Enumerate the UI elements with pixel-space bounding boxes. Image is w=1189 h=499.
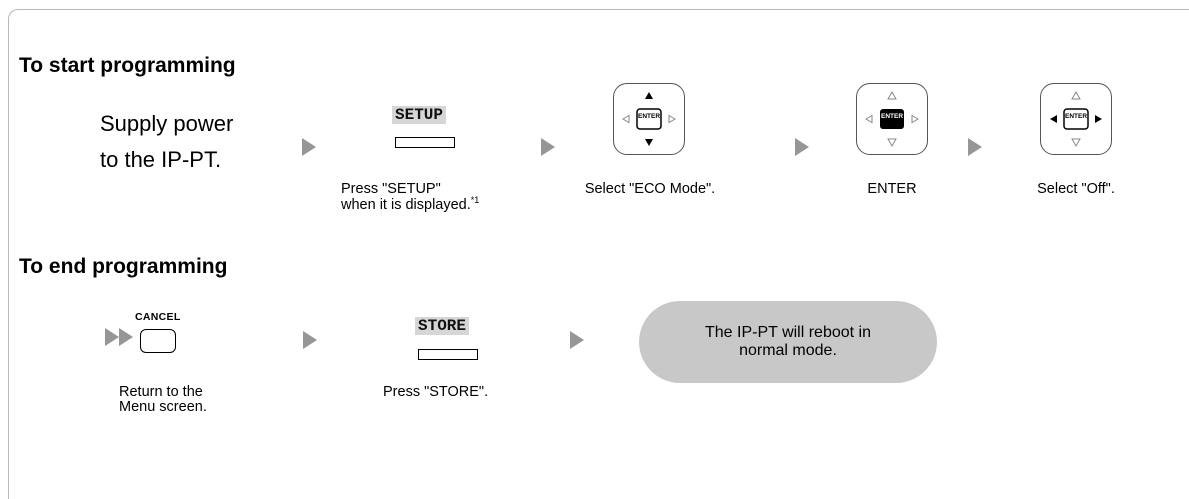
- arrow-right-icon: [541, 138, 555, 156]
- enter-key-label: ENTER: [1064, 113, 1088, 120]
- setup-softkey-button[interactable]: [395, 137, 455, 148]
- supply-power-text-line2: to the IP-PT.: [100, 147, 222, 172]
- cancel-button[interactable]: [140, 329, 176, 353]
- result-text-line2: normal mode.: [739, 342, 837, 359]
- setup-softkey-label-wrap: SETUP: [392, 105, 447, 125]
- result-bubble: The IP-PT will reboot in normal mode.: [639, 301, 937, 383]
- cancel-caption: Return to the: [119, 384, 203, 400]
- panel-frame: [8, 9, 1189, 499]
- navigator-left-right-icon: [1050, 90, 1102, 148]
- enter-caption: ENTER: [867, 181, 917, 197]
- store-softkey-button[interactable]: [418, 349, 478, 360]
- select-eco-caption: Select "ECO Mode".: [584, 181, 716, 197]
- navigator-pad[interactable]: ENTER: [613, 83, 685, 155]
- navigator-up-down-icon: [622, 92, 676, 146]
- store-caption: Press "STORE".: [383, 384, 489, 400]
- setup-caption: Press "SETUP": [341, 181, 441, 197]
- arrow-right-icon: [795, 138, 809, 156]
- arrow-right-icon: [302, 138, 316, 156]
- navigator-pad-left-right[interactable]: ENTER: [1040, 83, 1112, 155]
- navigator-pad-enter[interactable]: ENTER: [856, 83, 928, 155]
- select-off-caption: Select "Off".: [1037, 181, 1115, 197]
- setup-softkey-label: SETUP: [392, 106, 447, 124]
- setup-caption-line2: when it is displayed.*1: [341, 195, 480, 213]
- start-programming-heading: To start programming: [19, 54, 236, 77]
- arrow-right-icon: [570, 331, 584, 349]
- navigator-enter-icon: [865, 90, 919, 148]
- supply-power-text: Supply power: [100, 111, 234, 136]
- store-softkey-label: STORE: [415, 317, 470, 335]
- cancel-key-label: CANCEL: [135, 311, 181, 323]
- footnote-mark: *1: [470, 195, 480, 206]
- arrow-right-icon: [303, 331, 317, 349]
- store-softkey-label-wrap: STORE: [415, 316, 470, 336]
- enter-key-label: ENTER: [637, 113, 661, 120]
- cancel-caption-line2: Menu screen.: [119, 399, 207, 415]
- result-text: The IP-PT will reboot in: [705, 324, 871, 341]
- end-programming-heading: To end programming: [19, 255, 228, 278]
- enter-key-label-highlighted: ENTER: [880, 113, 904, 120]
- arrow-right-icon: [968, 138, 982, 156]
